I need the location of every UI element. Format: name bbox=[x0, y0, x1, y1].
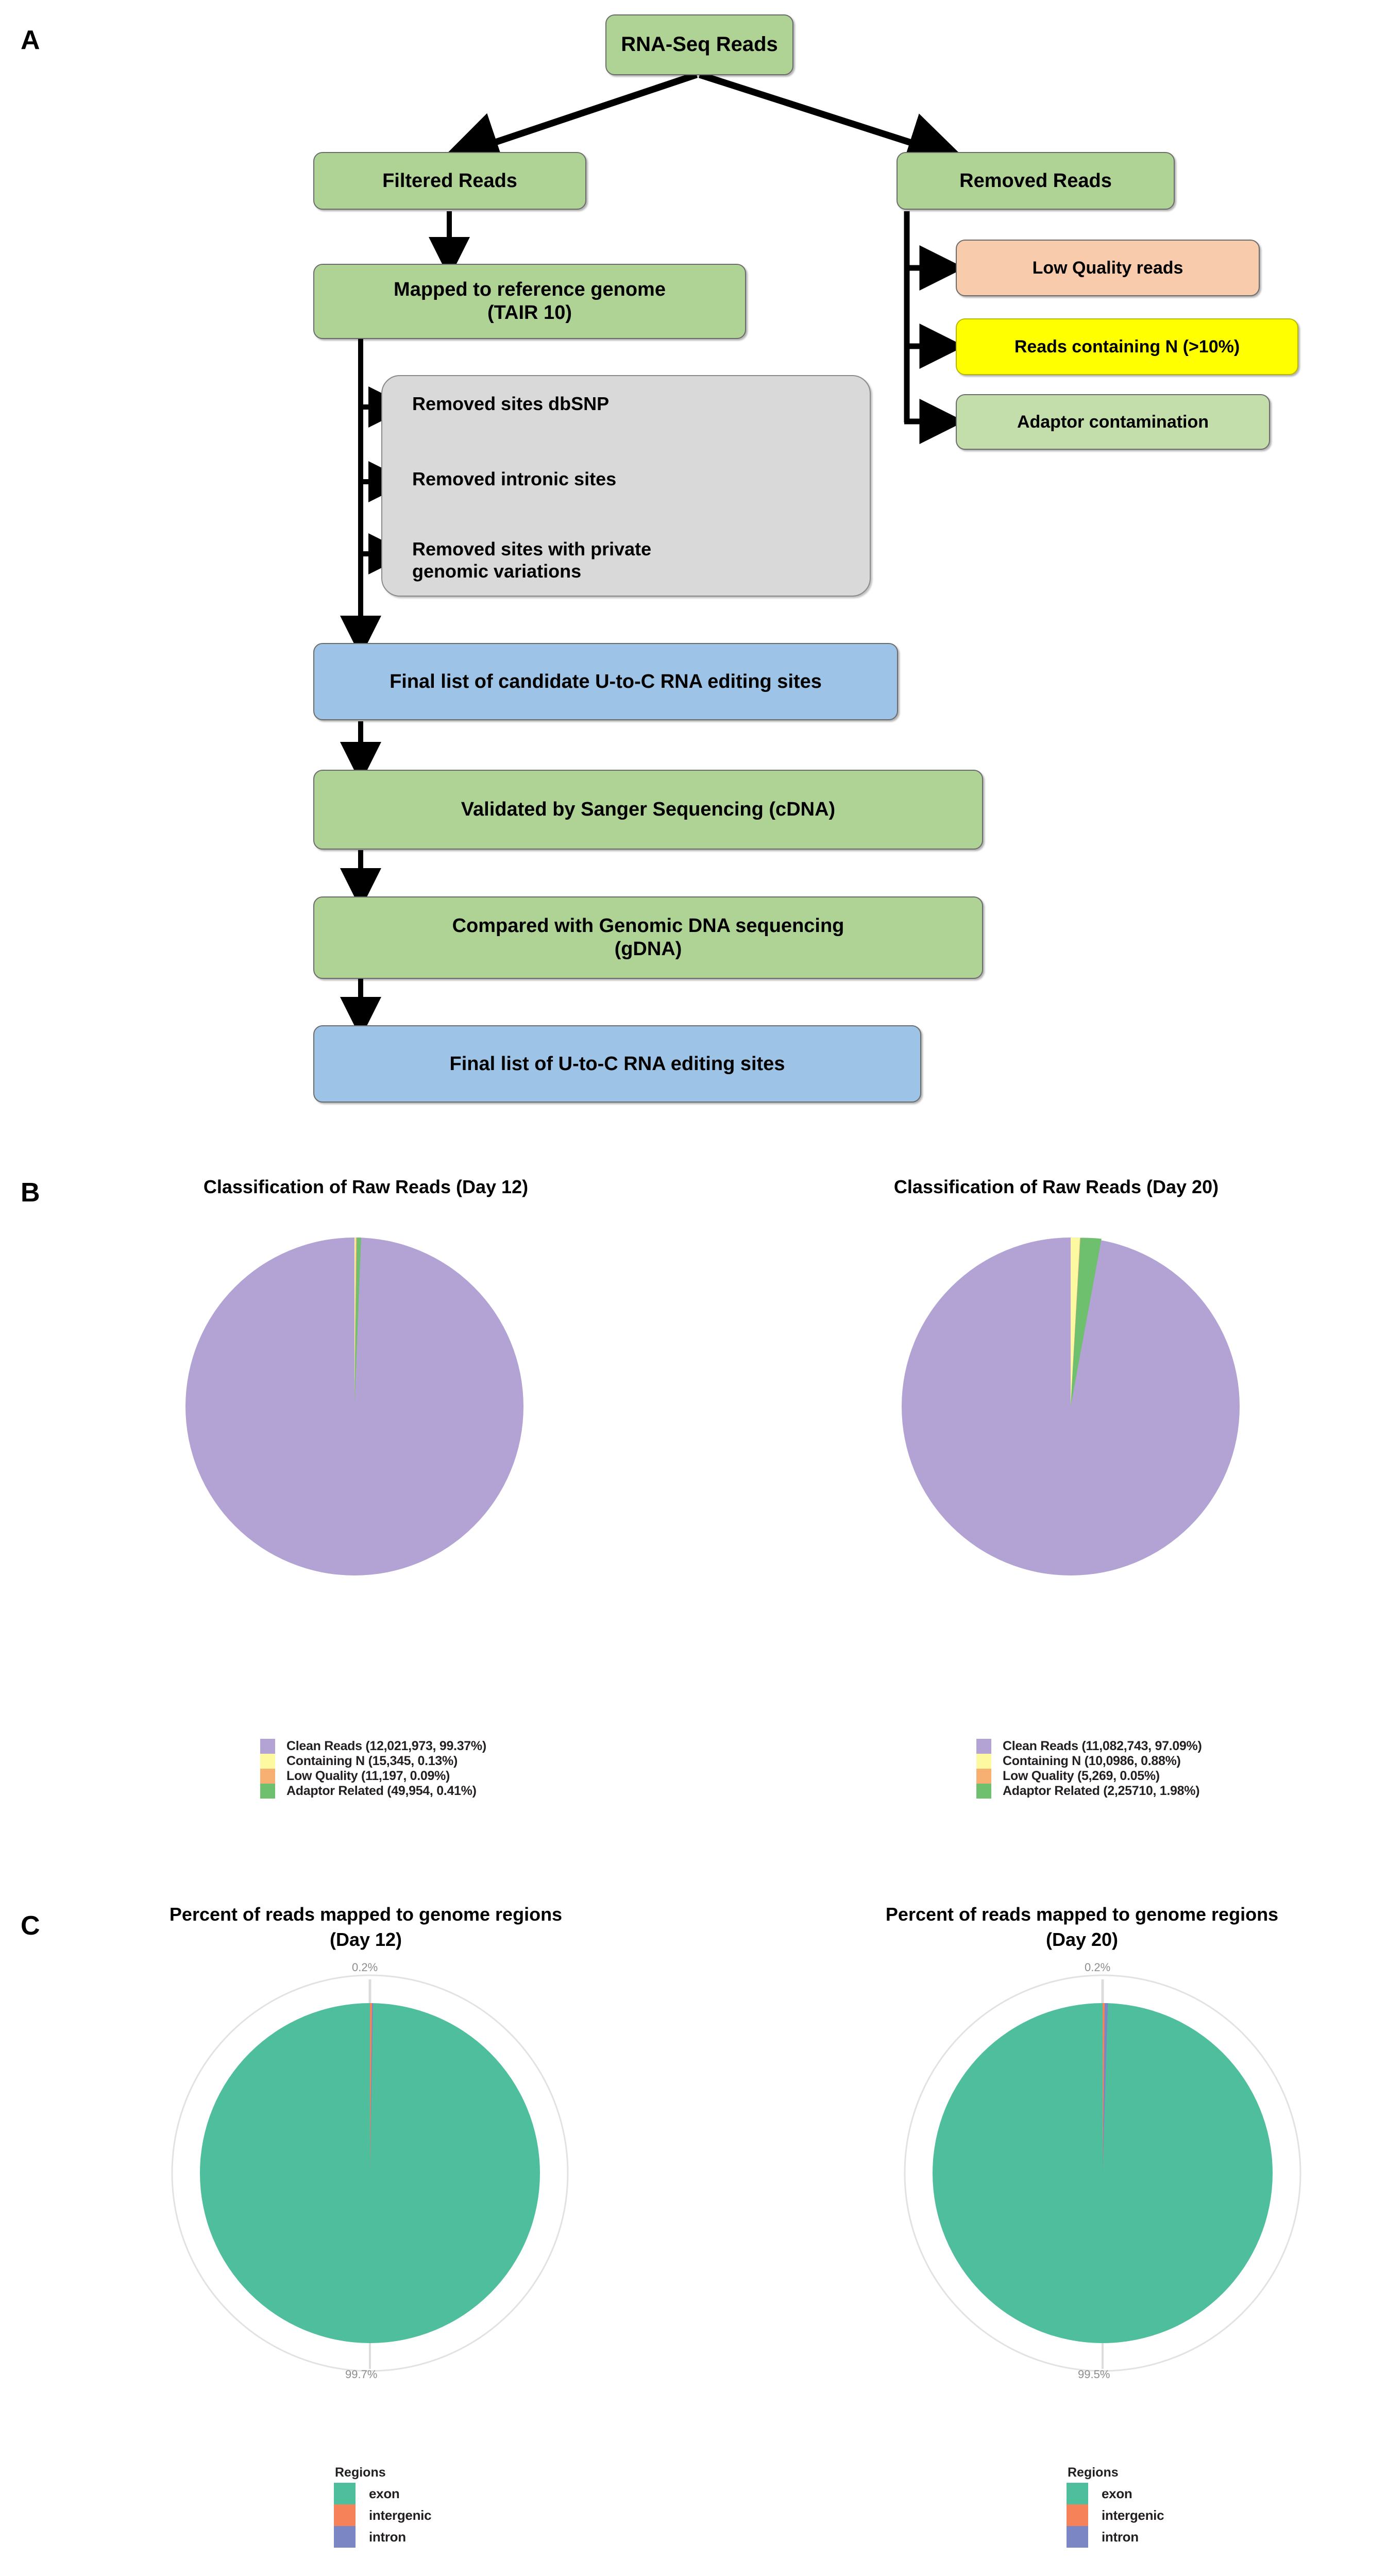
flow-node-low-quality-reads[interactable]: Low Quality reads bbox=[956, 240, 1260, 296]
chart-title-line1: Percent of reads mapped to genome region… bbox=[885, 1904, 1279, 1925]
legend-swatch-intergenic bbox=[1067, 2504, 1088, 2526]
legend-label-exon: exon bbox=[1102, 2485, 1132, 2501]
flow-item-removed-private-variations[interactable]: Removed sites with private genomic varia… bbox=[412, 538, 804, 582]
legend-item[interactable]: Clean Reads (11,082,743, 97.09%) bbox=[976, 1739, 1202, 1754]
legend-swatch-containing-n bbox=[260, 1754, 275, 1769]
legend-label-containing-n: Containing N (15,345, 0.13%) bbox=[286, 1754, 458, 1768]
flow-item-removed-private-line1: Removed sites with private bbox=[412, 538, 652, 560]
flow-node-filtered-reads[interactable]: Filtered Reads bbox=[313, 152, 586, 210]
legend-item[interactable]: Adaptor Related (2,25710, 1.98%) bbox=[976, 1784, 1202, 1799]
legend-item[interactable]: intergenic bbox=[1067, 2504, 1164, 2526]
legend-label-adaptor-related: Adaptor Related (49,954, 0.41%) bbox=[286, 1784, 477, 1798]
chart-title-raw-reads-day20: Classification of Raw Reads (Day 20) bbox=[893, 1176, 1219, 1197]
panel-b-raw-read-classification: B Classification of Raw Reads (Day 12) C… bbox=[0, 1128, 1387, 1875]
legend-item[interactable]: Adaptor Related (49,954, 0.41%) bbox=[260, 1784, 486, 1799]
legend-item[interactable]: exon bbox=[1067, 2483, 1164, 2504]
flow-node-validated-sanger[interactable]: Validated by Sanger Sequencing (cDNA) bbox=[313, 770, 983, 850]
pie-chart-raw-reads-day20 bbox=[895, 1231, 1246, 1582]
pie-chart-genome-regions-day12: 0.2% 99.7% bbox=[164, 1961, 576, 2381]
legend-label-low-quality: Low Quality (5,269, 0.05%) bbox=[1003, 1769, 1160, 1783]
legend-label-exon: exon bbox=[369, 2485, 400, 2501]
legend-swatch-containing-n bbox=[976, 1754, 991, 1769]
legend-label-intergenic: intergenic bbox=[1102, 2507, 1164, 2523]
legend-label-low-quality: Low Quality (11,197, 0.09%) bbox=[286, 1769, 450, 1783]
legend-label-intergenic: intergenic bbox=[369, 2507, 432, 2523]
flow-item-removed-intronic[interactable]: Removed intronic sites bbox=[412, 468, 617, 489]
legend-item[interactable]: intergenic bbox=[334, 2504, 432, 2526]
panel-letter-a: A bbox=[21, 25, 40, 55]
legend-swatch-intron bbox=[1067, 2526, 1088, 2548]
flow-node-compared-line2: (gDNA) bbox=[614, 938, 682, 960]
panel-letter-b: B bbox=[21, 1178, 40, 1208]
panel-c-genome-region-mapping: C Percent of reads mapped to genome regi… bbox=[0, 1870, 1387, 2576]
chart-title-line1: Percent of reads mapped to genome region… bbox=[169, 1904, 563, 1925]
flow-node-adaptor-contamination[interactable]: Adaptor contamination bbox=[956, 394, 1270, 450]
flow-node-mapped-line2: (TAIR 10) bbox=[487, 302, 572, 324]
legend-item[interactable]: intron bbox=[1067, 2526, 1164, 2548]
legend-swatch-intergenic bbox=[334, 2504, 356, 2526]
legend-label-intron: intron bbox=[1102, 2529, 1139, 2545]
legend-item[interactable]: Low Quality (11,197, 0.09%) bbox=[260, 1769, 486, 1784]
flow-node-mapped-line1: Mapped to reference genome bbox=[394, 279, 666, 301]
flow-node-compared-line1: Compared with Genomic DNA sequencing bbox=[452, 915, 844, 937]
data-label-intergenic-day20: 0.2% bbox=[1085, 1961, 1111, 1974]
legend-item[interactable]: Low Quality (5,269, 0.05%) bbox=[976, 1769, 1202, 1784]
flow-node-final-sites[interactable]: Final list of U-to-C RNA editing sites bbox=[313, 1025, 921, 1103]
flow-node-mapped-to-reference[interactable]: Mapped to reference genome (TAIR 10) bbox=[313, 264, 746, 339]
legend-item[interactable]: exon bbox=[334, 2483, 431, 2504]
legend-swatch-exon bbox=[334, 2483, 356, 2504]
legend-title-regions: Regions bbox=[335, 2465, 386, 2480]
flow-item-removed-dbsnp[interactable]: Removed sites dbSNP bbox=[412, 393, 610, 414]
flow-item-removed-private-line2: genomic variations bbox=[412, 561, 582, 582]
legend-swatch-adaptor-related bbox=[260, 1784, 275, 1799]
flow-node-compared-gdna[interactable]: Compared with Genomic DNA sequencing (gD… bbox=[313, 896, 983, 979]
flow-node-removed-reads[interactable]: Removed Reads bbox=[897, 152, 1175, 210]
chart-title-genome-regions-day20: Percent of reads mapped to genome region… bbox=[804, 1902, 1360, 1952]
legend-swatch-clean-reads bbox=[976, 1739, 991, 1754]
data-label-exon-day12: 99.7% bbox=[345, 2368, 378, 2381]
flow-node-rna-seq-reads[interactable]: RNA-Seq Reads bbox=[605, 14, 793, 75]
legend-label-intron: intron bbox=[369, 2529, 406, 2545]
legend-label-containing-n: Containing N (10,0986, 0.88%) bbox=[1003, 1754, 1181, 1768]
legend-genome-regions-day12: Regions exon intergenic intron bbox=[334, 2465, 432, 2548]
chart-title-genome-regions-day12: Percent of reads mapped to genome region… bbox=[88, 1902, 644, 1952]
flow-group-removal-filters bbox=[381, 375, 871, 597]
legend-raw-reads-day20: Clean Reads (11,082,743, 97.09%) Contain… bbox=[976, 1739, 1202, 1799]
pie-chart-raw-reads-day12 bbox=[179, 1231, 530, 1582]
panel-letter-c: C bbox=[21, 1911, 40, 1941]
flow-node-candidate-sites[interactable]: Final list of candidate U-to-C RNA editi… bbox=[313, 643, 898, 720]
legend-title-regions: Regions bbox=[1068, 2465, 1119, 2480]
panel-a-flowchart: A RNA-Seq Rea bbox=[0, 0, 1387, 1128]
legend-label-clean-reads: Clean Reads (12,021,973, 99.37%) bbox=[286, 1739, 486, 1753]
legend-raw-reads-day12: Clean Reads (12,021,973, 99.37%) Contain… bbox=[260, 1739, 486, 1799]
legend-swatch-clean-reads bbox=[260, 1739, 275, 1754]
flow-node-reads-containing-n[interactable]: Reads containing N (>10%) bbox=[956, 318, 1298, 375]
legend-swatch-low-quality bbox=[260, 1769, 275, 1784]
chart-title-raw-reads-day12: Classification of Raw Reads (Day 12) bbox=[203, 1176, 529, 1197]
legend-item[interactable]: Containing N (10,0986, 0.88%) bbox=[976, 1754, 1202, 1769]
chart-title-line2: (Day 12) bbox=[329, 1928, 402, 1950]
legend-swatch-low-quality bbox=[976, 1769, 991, 1784]
legend-swatch-exon bbox=[1067, 2483, 1088, 2504]
legend-label-clean-reads: Clean Reads (11,082,743, 97.09%) bbox=[1003, 1739, 1202, 1753]
data-label-exon-day20: 99.5% bbox=[1078, 2368, 1110, 2381]
data-label-intergenic-day12: 0.2% bbox=[352, 1961, 378, 1974]
legend-swatch-intron bbox=[334, 2526, 356, 2548]
chart-title-line2: (Day 20) bbox=[1045, 1928, 1119, 1950]
legend-genome-regions-day20: Regions exon intergenic intron bbox=[1067, 2465, 1164, 2548]
legend-item[interactable]: intron bbox=[334, 2526, 431, 2548]
flowchart-arrows bbox=[340, 71, 968, 1038]
legend-item[interactable]: Containing N (15,345, 0.13%) bbox=[260, 1754, 486, 1769]
legend-swatch-adaptor-related bbox=[976, 1784, 991, 1799]
pie-chart-genome-regions-day20: 0.2% 99.5% bbox=[897, 1961, 1309, 2381]
legend-item[interactable]: Clean Reads (12,021,973, 99.37%) bbox=[260, 1739, 486, 1754]
legend-label-adaptor-related: Adaptor Related (2,25710, 1.98%) bbox=[1003, 1784, 1200, 1798]
